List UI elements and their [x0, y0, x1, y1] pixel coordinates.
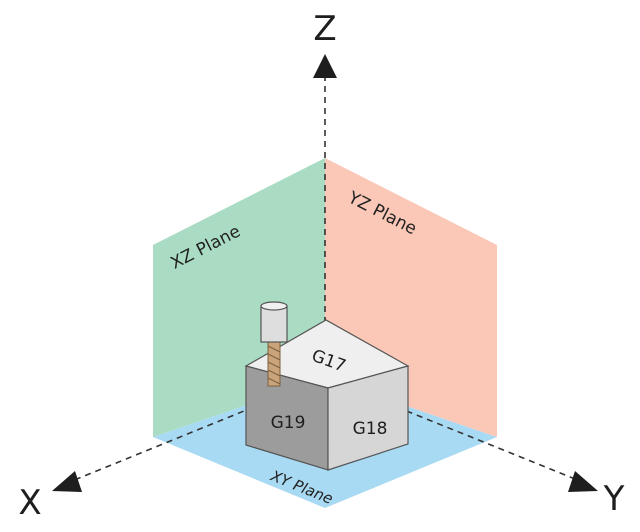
x-arrow-icon: [52, 471, 82, 492]
y-arrow-icon: [568, 471, 598, 492]
end-mill-icon: [260, 301, 288, 387]
y-axis-label: Y: [603, 479, 625, 519]
block-side-face: [327, 365, 409, 471]
tool-shank: [260, 305, 288, 343]
g19-label: G19: [271, 413, 306, 433]
tool-shank-top: [260, 301, 288, 311]
z-arrow-icon: [313, 54, 337, 78]
workpiece-block: [244, 319, 410, 471]
x-axis-label: X: [18, 483, 41, 523]
g18-label: G18: [353, 419, 388, 439]
z-axis-label: Z: [313, 9, 336, 49]
